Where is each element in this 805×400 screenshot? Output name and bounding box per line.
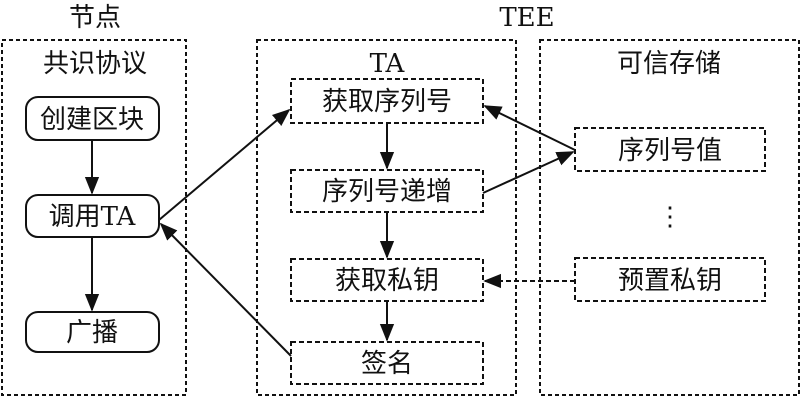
broadcast-label: 广播: [66, 318, 118, 348]
serial-value-label: 序列号值: [618, 136, 722, 166]
sign-label: 签名: [361, 349, 413, 379]
serial-inc-label: 序列号递增: [322, 177, 452, 207]
tee-title: TEE: [499, 3, 554, 33]
broadcast-box: [25, 311, 160, 353]
get-serial-label: 获取序列号: [322, 87, 452, 117]
call-ta-label: 调用TA: [49, 202, 137, 232]
arrow-serial-value-to-get-serial: [483, 105, 576, 151]
consensus-label: 共识协议: [43, 49, 147, 79]
get-key-label: 获取私钥: [335, 266, 439, 296]
arrow-sign-to-call: [159, 222, 292, 357]
create-block-label: 创建区块: [40, 105, 144, 135]
node-title: 节点: [69, 3, 121, 33]
sign-box: [290, 341, 484, 385]
node-container: [1, 39, 187, 396]
arrow-inc-to-serial-value: [482, 151, 575, 194]
preset-key-box: [574, 257, 766, 302]
ta-label: TA: [370, 49, 406, 79]
ta-container: [256, 39, 517, 396]
storage-ellipsis: ⋮: [657, 202, 683, 232]
get-serial-box: [290, 78, 484, 124]
arrow-call-to-get-serial: [158, 108, 291, 221]
storage-label: 可信存储: [617, 49, 721, 79]
preset-key-label: 预置私钥: [618, 266, 722, 296]
storage-container: [539, 39, 800, 396]
serial-value-box: [574, 127, 766, 172]
